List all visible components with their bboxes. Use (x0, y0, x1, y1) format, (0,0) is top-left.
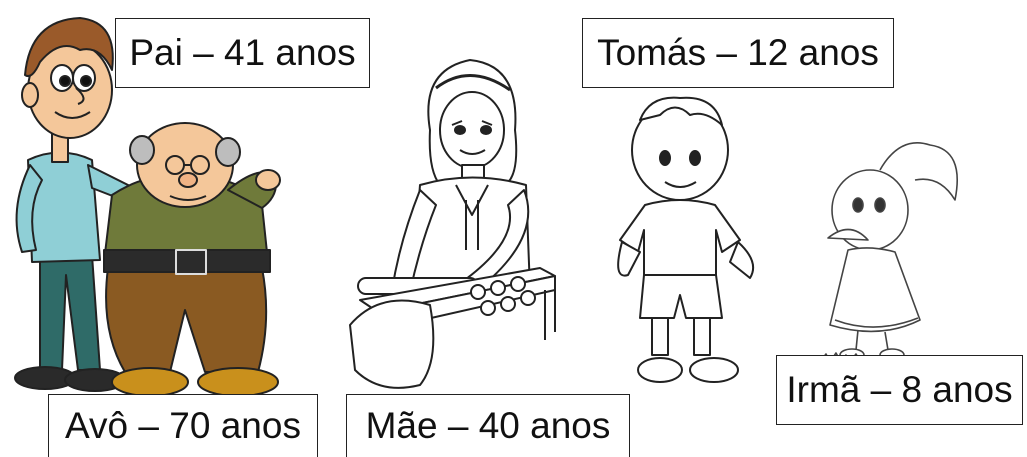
boy-figure (617, 96, 754, 383)
mother-figure (349, 59, 556, 389)
sister-figure (819, 141, 959, 363)
label-sister: Irmã – 8 anos (776, 355, 1023, 425)
label-father: Pai – 41 anos (115, 18, 370, 88)
father-figure (14, 17, 139, 392)
label-grandfather: Avô – 70 anos (48, 394, 318, 457)
grandfather-figure (103, 122, 281, 397)
label-tomas: Tomás – 12 anos (582, 18, 894, 88)
label-mother: Mãe – 40 anos (346, 394, 630, 457)
